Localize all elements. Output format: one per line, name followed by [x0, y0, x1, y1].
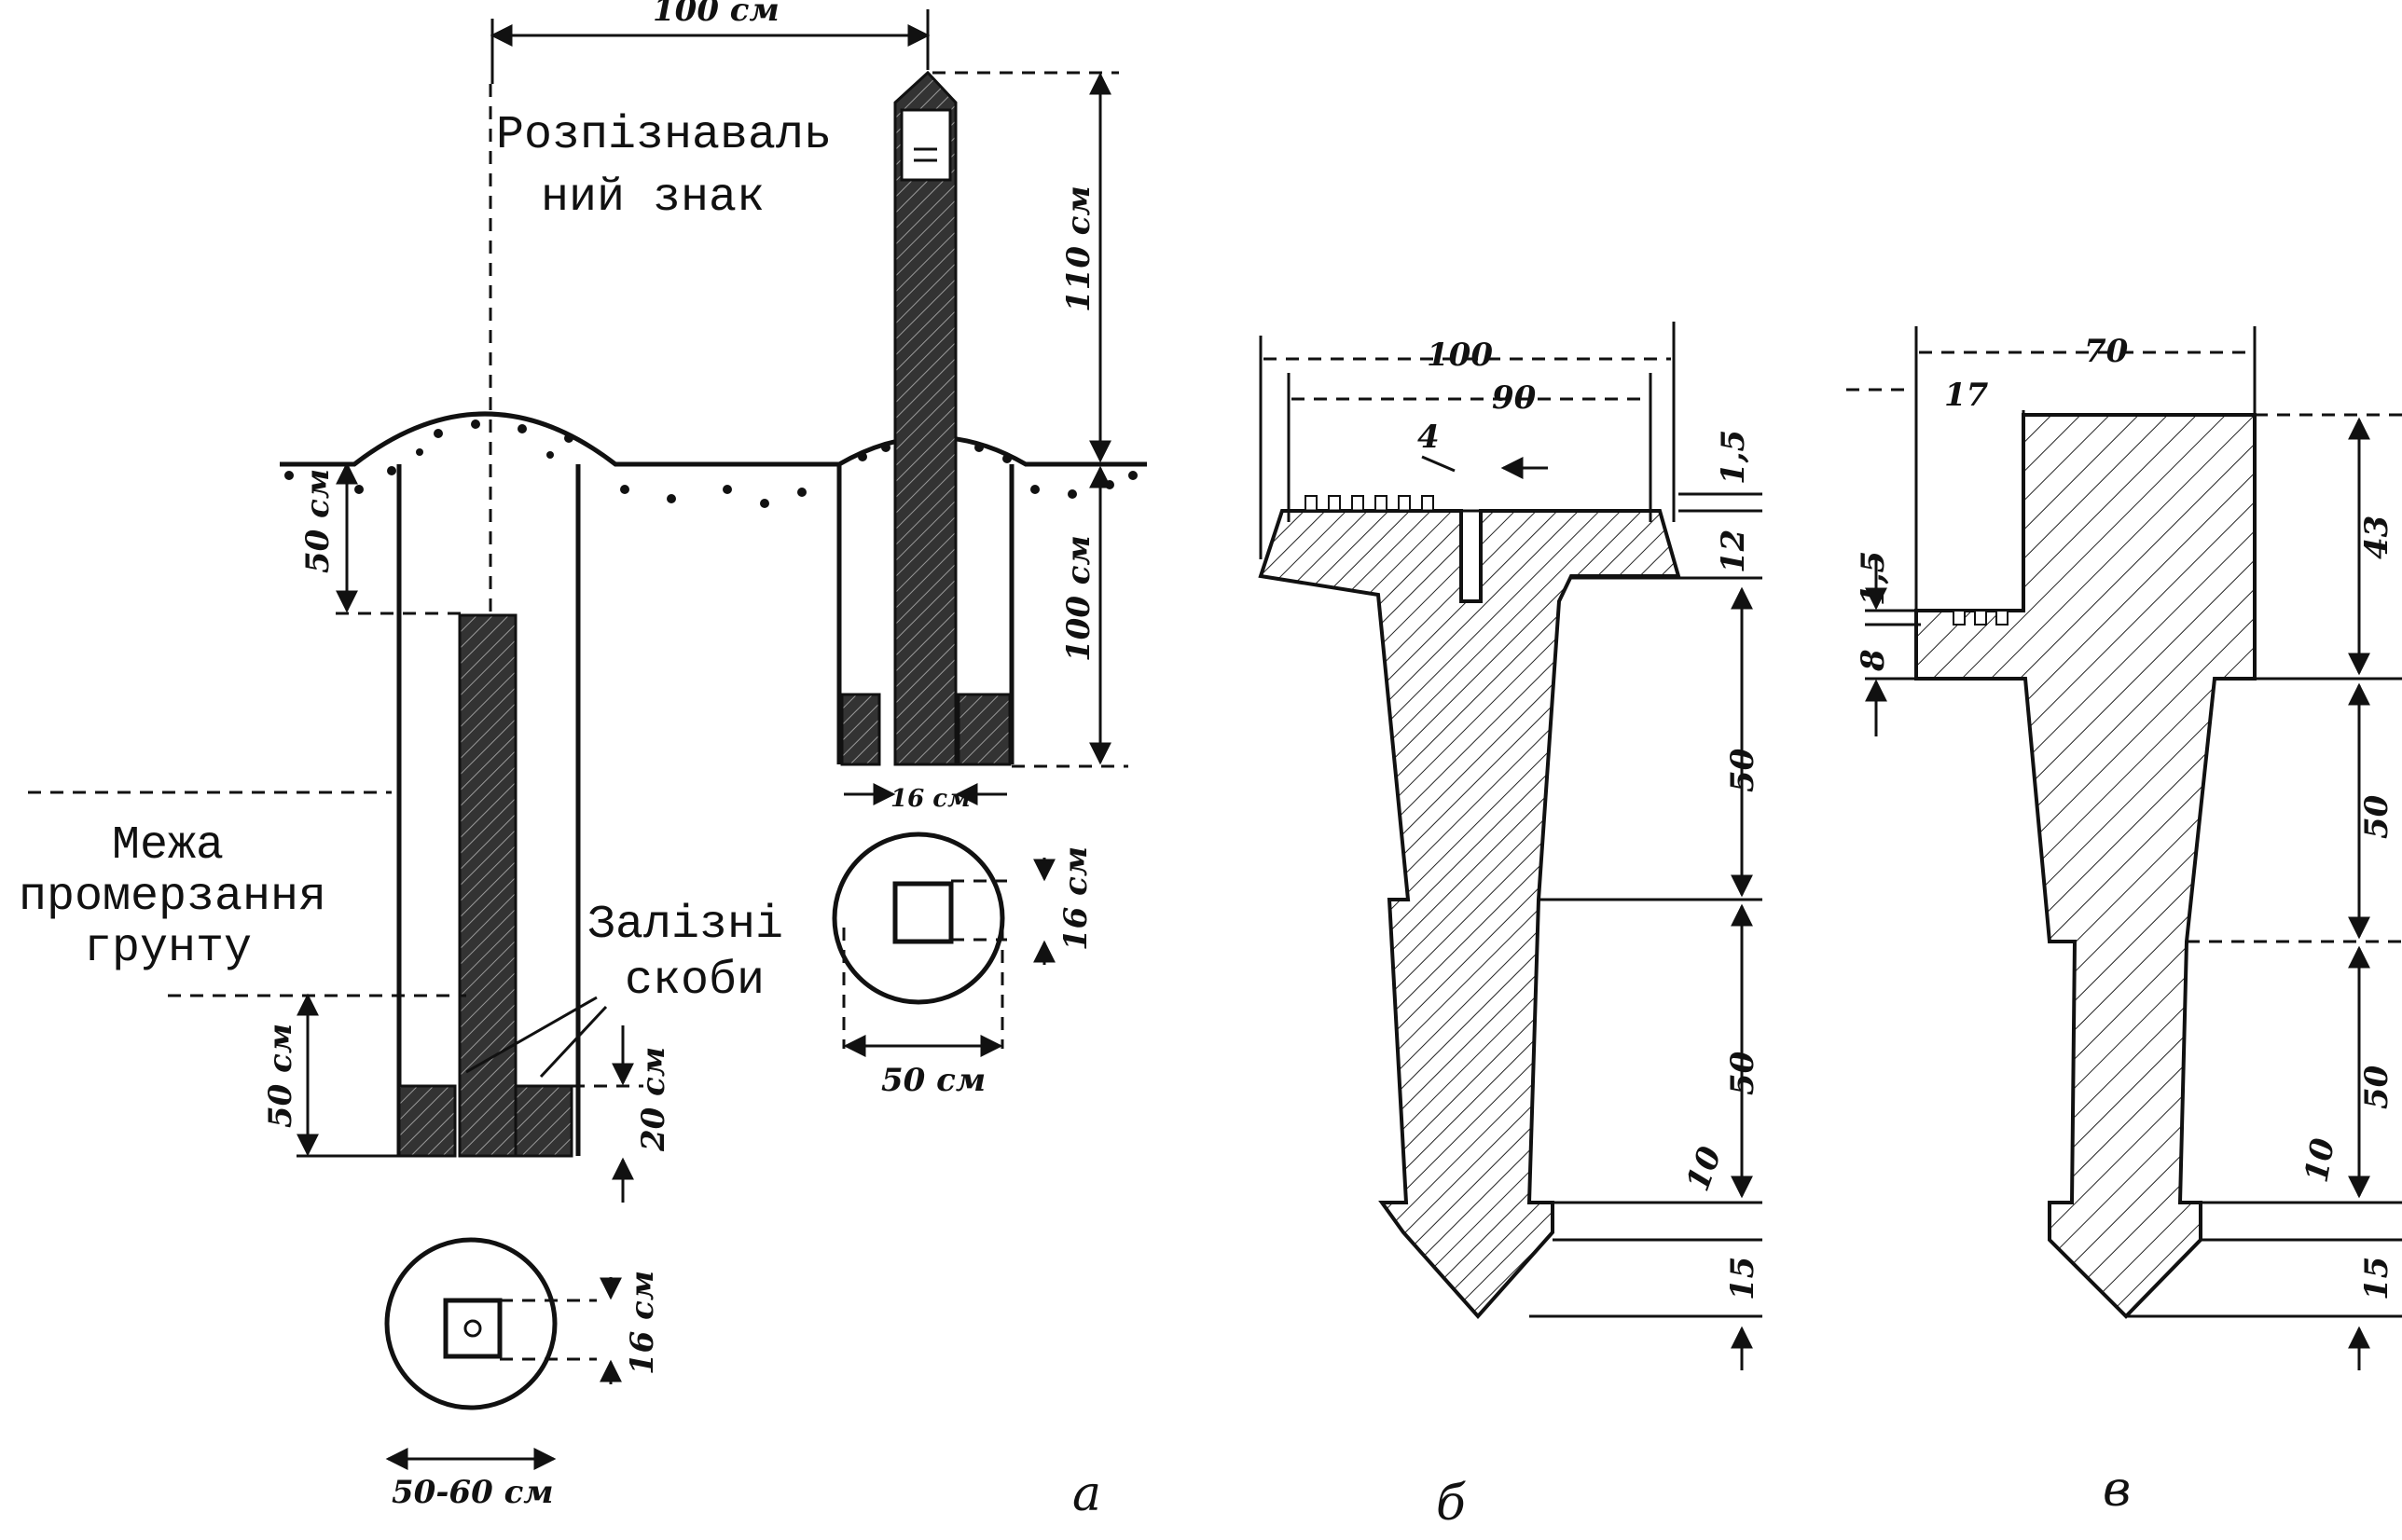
post-width-label: 16 см [890, 785, 971, 813]
anchor-block [397, 1084, 457, 1158]
panel-b: 100 90 4 1,5 12 50 50 10 [1258, 322, 1762, 1532]
panel-a: 100 см 50 см Межа проме [19, 0, 1147, 1522]
marker-post [893, 70, 958, 766]
anchor-block [840, 693, 881, 766]
notch-height-label-c: 8 [1855, 649, 1892, 672]
marker-label-line2: ний знак [541, 172, 765, 225]
marker-height-label: 110 см [1060, 186, 1097, 312]
marker-profile-c [1914, 413, 2257, 1319]
section1-label-b: 50 [1724, 748, 1761, 792]
left-section-diameter-label: 50-60 см [392, 1474, 554, 1511]
ground-line [280, 411, 1147, 467]
step-label-b: 10 [1679, 1142, 1730, 1196]
right-section-circle [832, 832, 1005, 1005]
section2-label-c: 50 [2358, 1065, 2395, 1109]
notch-label: 4 [1417, 419, 1440, 456]
left-section-square [443, 1298, 503, 1359]
width-label-c: 70 [2084, 333, 2129, 370]
brackets-label-line1: Залізні [587, 899, 783, 952]
notch-teeth-b [1305, 495, 1434, 512]
section1-label-c: 50 [2358, 794, 2395, 839]
bracket-leader [539, 1005, 608, 1079]
step-label-c: 10 [2298, 1135, 2342, 1186]
below-frost-label: 50 см [262, 1024, 299, 1128]
marker-depth-label: 100 см [1060, 535, 1097, 662]
anchor-block [957, 693, 1012, 766]
panel-b-caption: б [1436, 1476, 1466, 1532]
right-section-square [892, 881, 954, 944]
notch-leader [1421, 455, 1456, 473]
notch-depth-label: 1,5 [1715, 430, 1752, 485]
notch-depth-label-c: 1,5 [1855, 551, 1892, 606]
right-section-side-label: 16 см [1057, 846, 1095, 951]
anchor-block [514, 1084, 573, 1158]
brackets-label-line2: скоби [625, 955, 765, 1008]
cap-height-label: 12 [1715, 529, 1752, 573]
inner-width-label: 90 [1492, 379, 1537, 417]
marker-profile-b [1258, 509, 1681, 1320]
buried-post [458, 613, 518, 1158]
bracket-height-label: 20 см [635, 1047, 672, 1152]
top-width-label: 100 см [653, 0, 780, 29]
frost-label-line2: промерзання [19, 871, 326, 924]
panel-c-caption: в [2103, 1462, 2131, 1518]
panel-a-caption: а [1072, 1466, 1101, 1522]
point-label-c: 15 [2358, 1257, 2395, 1300]
marker-label-line1: Розпізнаваль [496, 109, 832, 162]
frost-label-line1: Межа [112, 819, 224, 873]
soil-depth-label: 50 см [299, 469, 337, 573]
offset-label-c: 17 [1944, 377, 1989, 414]
top-height-label-c: 43 [2358, 516, 2395, 559]
bracket-leader [465, 996, 598, 1074]
left-section-side-label: 16 см [624, 1271, 661, 1375]
left-section-core [463, 1319, 482, 1338]
left-section-circle [384, 1237, 558, 1410]
right-section-diameter-label: 50 см [881, 1062, 986, 1099]
section2-label-b: 50 [1724, 1051, 1761, 1095]
point-label-b: 15 [1724, 1257, 1761, 1300]
frost-label-line3: грунту [84, 922, 252, 975]
marker-plate [900, 108, 952, 182]
panel-c: 70 17 1,5 8 43 50 50 10 15 [1846, 326, 2402, 1518]
notch-teeth-c [1953, 610, 2009, 626]
outer-width-label: 100 [1427, 337, 1493, 374]
